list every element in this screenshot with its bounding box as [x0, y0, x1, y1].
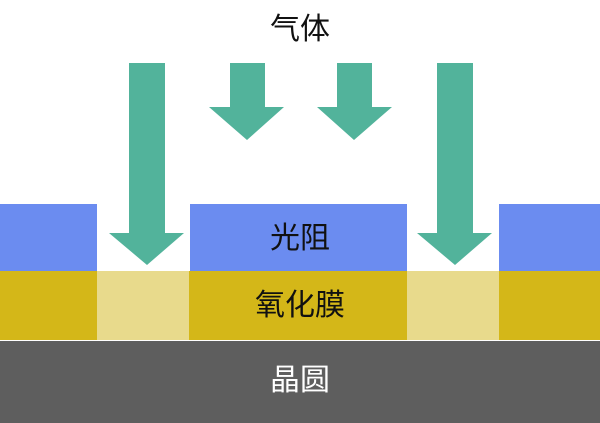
oxide-label: 氧化膜 — [255, 288, 345, 323]
short-arrow-down-icon — [209, 63, 284, 140]
wafer-layer — [0, 341, 600, 423]
short-arrow-down-icon — [317, 63, 392, 140]
oxide-etched-region-right — [407, 271, 499, 340]
long-arrow-down-icon — [417, 63, 492, 265]
oxide-layer — [0, 271, 600, 340]
wafer-label: 晶圆 — [270, 363, 330, 398]
photoresist-layer — [0, 204, 600, 271]
long-arrow-down-icon — [109, 63, 184, 265]
photoresist-label: 光阻 — [270, 221, 330, 256]
oxide-etched-region-left — [97, 271, 189, 340]
gas-label: 气体 — [270, 12, 330, 47]
